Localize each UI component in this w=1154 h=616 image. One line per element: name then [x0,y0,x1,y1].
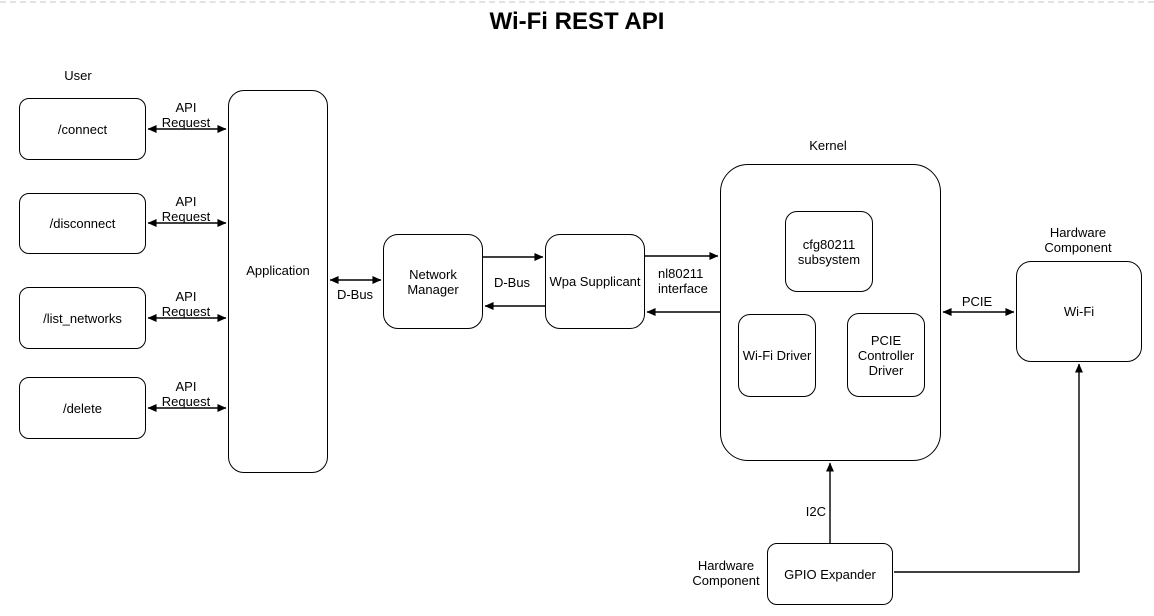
edge-label-api-line1: API [175,100,197,115]
edge-label-api-request-disconnect: API Request [146,194,226,224]
page-boundary-divider [0,1,1154,3]
node-cfg80211-line1: cfg80211 [802,236,856,252]
node-list-networks: /list_networks [19,287,146,349]
node-application-label: Application [246,263,310,278]
edge-label-dbus-networkmanager-wpa: D-Bus [493,275,531,290]
node-connect-label: /connect [57,121,108,137]
edge-label-api-line2: Request [161,304,211,319]
diagram-title: Wi-Fi REST API [489,8,665,35]
node-pcie-driver-line2: Controller [857,347,915,363]
node-cfg80211-subsystem: cfg80211 subsystem [785,211,873,292]
edge-label-api-line1: API [175,379,197,394]
node-disconnect: /disconnect [19,193,146,254]
node-gpio-expander-label: GPIO Expander [784,566,876,582]
node-connect: /connect [19,98,146,160]
edge-label-dbus-application: D-Bus [336,287,374,302]
node-wifi-driver-label: Wi-Fi Driver [742,348,812,363]
node-gpio-expander: GPIO Expander [767,543,893,605]
node-wifi-label: Wi-Fi [1063,304,1095,319]
node-application: Application [228,90,328,473]
edge-label-nl80211-line1: nl80211 [658,266,704,281]
node-disconnect-label: /disconnect [49,216,116,231]
hardware-component-label-top: Hardware Component [1028,225,1128,255]
edge-label-api-line1: API [175,289,197,304]
node-network-manager-line2: Manager [407,281,459,297]
node-pcie-controller-driver-label: PCIE Controller Driver [858,333,914,378]
edge-label-nl80211-interface: nl80211 interface [658,266,720,296]
node-wpa-supplicant: Wpa Supplicant [545,234,645,329]
node-network-manager-line1: Network [409,266,457,282]
node-wpa-supplicant-label: Wpa Supplicant [549,274,641,289]
edge-label-pcie: PCIE [961,294,993,309]
edge-label-api-request-connect: API Request [146,100,226,130]
hardware-component-label-bottom-line2: Component [692,573,760,588]
hardware-component-label-top-line2: Component [1044,240,1112,255]
node-network-manager-label: Network Manager [407,267,458,297]
node-wifi-driver: Wi-Fi Driver [738,314,816,397]
node-pcie-controller-driver: PCIE Controller Driver [847,313,925,397]
edge-label-api-request-list-networks: API Request [146,289,226,319]
edge-label-api-line2: Request [161,115,211,130]
node-pcie-driver-line1: PCIE [870,332,902,348]
node-pcie-driver-line3: Driver [868,362,904,378]
user-group-label: User [64,68,92,83]
hardware-component-label-top-line1: Hardware [1049,225,1107,240]
kernel-group-label: Kernel [809,138,847,153]
hardware-component-label-bottom-line1: Hardware [697,558,755,573]
edge-label-api-request-delete: API Request [146,379,226,409]
hardware-component-label-bottom: Hardware Component [676,558,776,588]
node-cfg80211-label: cfg80211 subsystem [798,237,860,267]
node-delete-label: /delete [62,400,103,416]
edge-label-api-line1: API [175,194,197,209]
node-list-networks-label: /list_networks [43,310,122,326]
node-wifi-hardware: Wi-Fi [1016,261,1142,362]
edge-label-i2c: I2C [805,504,826,519]
node-cfg80211-line2: subsystem [797,251,861,267]
edge-label-api-line2: Request [161,209,211,224]
node-delete: /delete [19,377,146,439]
edge-label-api-line2: Request [161,394,211,409]
node-network-manager: Network Manager [383,234,483,329]
edge-label-nl80211-line2: interface [658,281,708,296]
